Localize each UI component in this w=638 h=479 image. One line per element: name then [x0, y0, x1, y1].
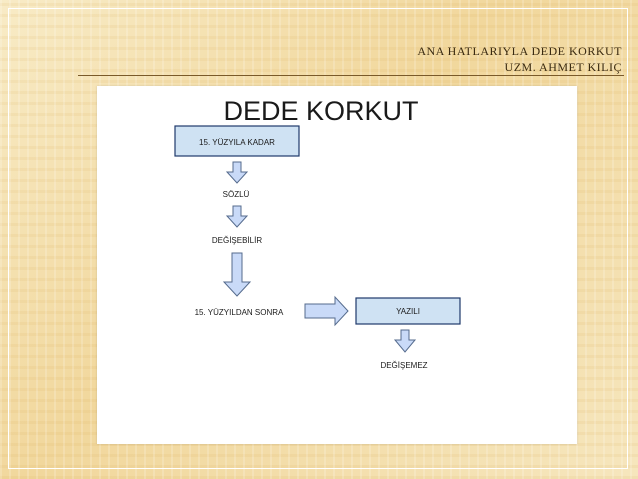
flow-diagram: DEDE KORKUT 15. YÜZYILA KADAR SÖZLÜ DEĞİ…	[174, 96, 461, 370]
box-before-15th-century-label: 15. YÜZYILA KADAR	[199, 138, 275, 147]
presentation-author: UZM. AHMET KILIÇ	[504, 60, 622, 74]
box-before-15th-century	[174, 125, 300, 157]
box-written-label: YAZILI	[396, 307, 420, 316]
slide-frame	[8, 8, 628, 469]
arrow-down-to-after	[222, 252, 252, 297]
arrow-right-to-written	[304, 295, 349, 327]
box-written	[355, 297, 461, 325]
diagram-title: DEDE KORKUT	[223, 96, 418, 126]
label-changeable: DEĞİŞEBİLİR	[212, 236, 262, 245]
presentation-title: ANA HATLARIYLA DEDE KORKUT	[417, 44, 622, 58]
arrow-down-to-oral	[225, 161, 249, 184]
arrow-down-to-changeable	[225, 205, 249, 228]
label-unchangeable: DEĞİŞEMEZ	[380, 361, 427, 370]
label-after-15th-century: 15. YÜZYILDAN SONRA	[195, 308, 284, 317]
diagram-panel: DEDE KORKUT 15. YÜZYILA KADAR SÖZLÜ DEĞİ…	[97, 86, 577, 444]
header-divider	[78, 75, 624, 76]
arrow-down-to-unchangeable	[393, 329, 417, 353]
label-oral: SÖZLÜ	[223, 190, 250, 199]
